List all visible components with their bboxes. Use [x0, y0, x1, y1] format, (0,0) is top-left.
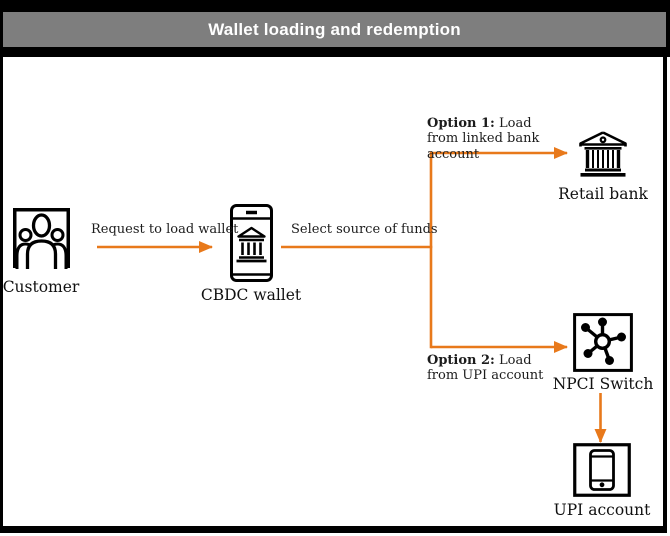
bank-building-icon [579, 131, 627, 177]
node-retail-bank: Retail bank [555, 130, 651, 203]
edge-label-request: Request to load wallet [91, 222, 239, 237]
option1-text: Load from linked bank account [427, 116, 540, 162]
option2-prefix: Option 2: [427, 353, 495, 368]
network-hub-icon [573, 313, 633, 372]
node-npci-switch: NPCI Switch [552, 313, 654, 393]
page-title: Wallet loading and redemption [208, 19, 461, 39]
connector-lines [97, 147, 607, 444]
phone-bank-icon [229, 204, 273, 282]
diagram-canvas: Customer CBDC wallet [0, 57, 667, 533]
option2-text: Load from UPI account [427, 353, 544, 384]
people-group-icon [12, 208, 70, 269]
option1-prefix: Option 1: [427, 116, 495, 131]
smartphone-icon [573, 443, 631, 497]
node-label-upi-account: UPI account [553, 501, 651, 519]
edge-label-option2: Option 2: Load from UPI account [427, 353, 561, 384]
node-label-retail-bank: Retail bank [558, 185, 648, 203]
edge-label-option1: Option 1: Load from linked bank account [427, 116, 561, 162]
node-label-cbdc-wallet: CBDC wallet [200, 286, 302, 304]
node-label-npci-switch: NPCI Switch [552, 375, 654, 393]
node-cbdc-wallet: CBDC wallet [201, 204, 301, 304]
node-upi-account: UPI account [554, 443, 650, 519]
node-customer: Customer [2, 208, 80, 296]
title-bar: Wallet loading and redemption [3, 12, 666, 47]
edge-label-select-source: Select source of funds [291, 222, 438, 237]
node-label-customer: Customer [2, 278, 80, 296]
